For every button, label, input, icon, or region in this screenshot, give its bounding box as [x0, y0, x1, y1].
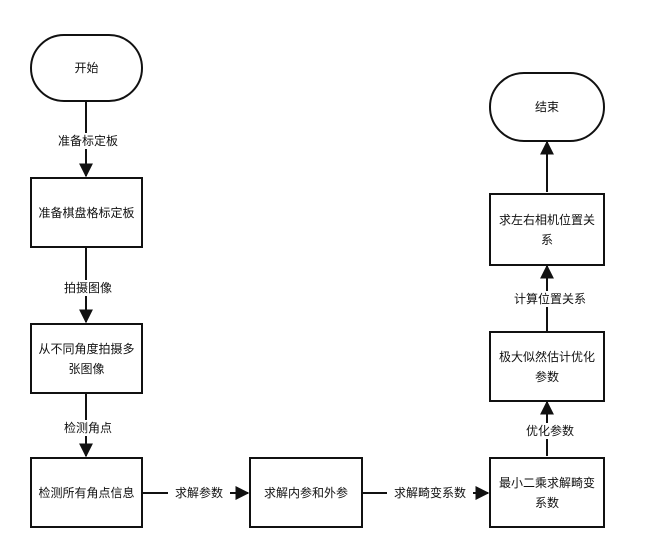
solve-params-node: 求解内参和外参: [249, 457, 363, 528]
mle-optimize-node: 极大似然估计优化参数: [489, 331, 605, 402]
start-node: 开始: [30, 34, 143, 102]
stereo-pose-node: 求左右相机位置关系: [489, 193, 605, 266]
capture-images-node: 从不同角度拍摄多张图像: [30, 323, 143, 394]
edge-label-prepare: 准备标定板: [50, 133, 126, 149]
detect-corners-node: 检测所有角点信息: [30, 457, 143, 528]
least-squares-node: 最小二乘求解畸变系数: [489, 457, 605, 528]
prepare-board-node: 准备棋盘格标定板: [30, 177, 143, 248]
edge-label-compute-pose: 计算位置关系: [507, 291, 593, 307]
edge-label-solve-params: 求解参数: [168, 485, 230, 501]
edge-label-detect: 检测角点: [55, 420, 121, 436]
end-node: 结束: [489, 72, 605, 142]
edge-label-solve-distortion: 求解畸变系数: [387, 485, 473, 501]
edge-label-optimize: 优化参数: [519, 423, 581, 439]
edge-label-shoot: 拍摄图像: [55, 280, 121, 296]
